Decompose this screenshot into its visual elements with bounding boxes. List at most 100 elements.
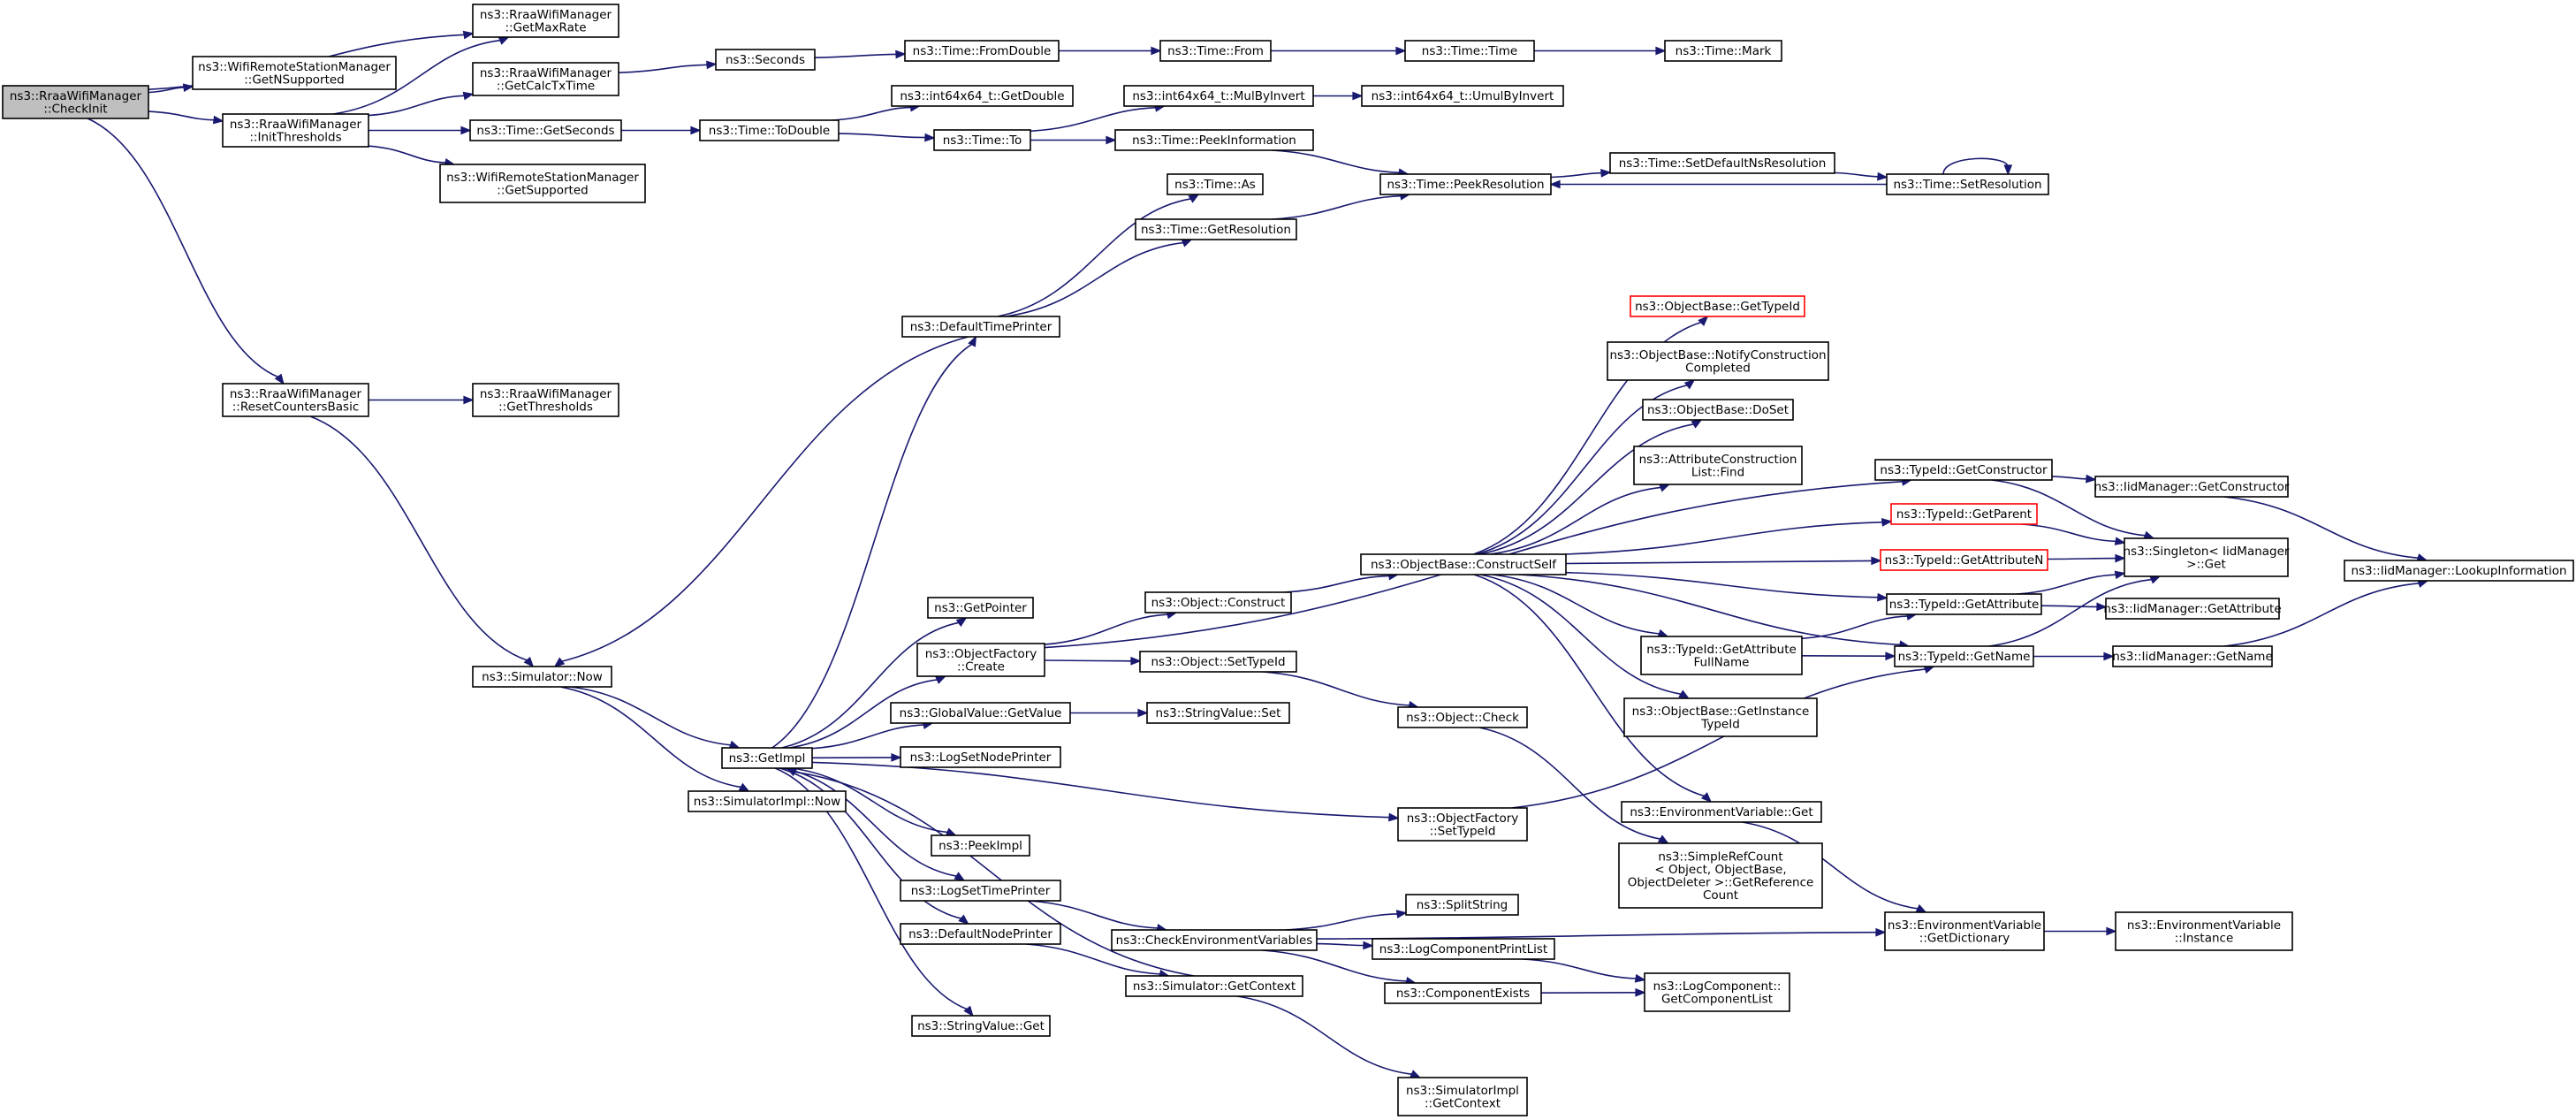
call-edge-constructself-to-doset: [1479, 419, 1703, 555]
edge-line: [1550, 171, 1603, 179]
function-node-objectsettypeid[interactable]: ns3::Object::SetTypeId: [1139, 651, 1297, 673]
function-node-timetime[interactable]: ns3::Time::Time: [1404, 40, 1535, 62]
arrowhead-icon: [958, 914, 969, 926]
function-node-componentexists[interactable]: ns3::ComponentExists: [1384, 982, 1542, 1004]
node-box: [2344, 560, 2574, 582]
arrowhead-icon: [1106, 135, 1117, 145]
function-node-initthresholds[interactable]: ns3::RraaWifiManager::InitThresholds: [222, 113, 369, 148]
node-label-line: ns3::RraaWifiManager: [230, 118, 362, 132]
function-node-iidmgrgetname[interactable]: ns3::IidManager::GetName: [2112, 645, 2273, 667]
function-node-typeidgetparent[interactable]: ns3::TypeId::GetParent: [1890, 503, 2038, 525]
node-box: [1146, 702, 1290, 724]
function-node-objectcheck[interactable]: ns3::Object::Check: [1397, 706, 1528, 728]
function-node-constructself[interactable]: ns3::ObjectBase::ConstructSelf: [1360, 553, 1567, 575]
function-node-checkenvvars[interactable]: ns3::CheckEnvironmentVariables: [1111, 929, 1318, 951]
call-edge-typeidgetname-to-iidmgrgetname: [2033, 651, 2115, 661]
function-node-getimpl[interactable]: ns3::GetImpl: [721, 747, 813, 769]
function-node-typeidgetattributen[interactable]: ns3::TypeId::GetAttributeN: [1880, 549, 2048, 571]
node-label-line: ns3::Time::ToDouble: [709, 124, 830, 138]
function-node-timefrom[interactable]: ns3::Time::From: [1159, 40, 1272, 62]
call-edge-timeto-to-mulbyinvert: [1030, 103, 1166, 133]
function-node-typeidgetconstructor[interactable]: ns3::TypeId::GetConstructor: [1874, 459, 2053, 481]
node-label-line: ns3::Time::GetResolution: [1141, 223, 1291, 237]
function-node-globalvalueget[interactable]: ns3::GlobalValue::GetValue: [890, 702, 1071, 724]
function-node-int64getdouble[interactable]: ns3::int64x64_t::GetDouble: [891, 85, 1074, 107]
function-node-envvarget[interactable]: ns3::EnvironmentVariable::Get: [1621, 801, 1822, 823]
function-node-todouble[interactable]: ns3::Time::ToDouble: [699, 119, 840, 141]
arrowhead-icon: [1395, 910, 1408, 918]
function-node-timeas[interactable]: ns3::Time::As: [1166, 173, 1264, 195]
node-box: [1890, 503, 2038, 525]
function-node-typeidgetattribute[interactable]: ns3::TypeId::GetAttribute: [1886, 593, 2042, 615]
function-node-resetcounters[interactable]: ns3::RraaWifiManager::ResetCountersBasic: [222, 383, 369, 417]
edge-line: [1005, 241, 1184, 317]
function-node-objfactorycreate[interactable]: ns3::ObjectFactory::Create: [916, 643, 1045, 677]
function-node-simulatornow[interactable]: ns3::Simulator::Now: [472, 666, 612, 688]
arrowhead-icon: [1885, 651, 1896, 661]
function-node-envvargetdictionary[interactable]: ns3::EnvironmentVariable::GetDictionary: [1884, 911, 2045, 951]
function-node-getcalctxtime[interactable]: ns3::RraaWifiManager::GetCalcTxTime: [472, 62, 619, 96]
function-node-singletonget[interactable]: ns3::Singleton< IidManager>::Get: [2124, 537, 2290, 577]
node-box: [1397, 706, 1528, 728]
function-node-getsupported[interactable]: ns3::WifiRemoteStationManager::GetSuppor…: [439, 164, 646, 203]
function-node-simgetcontext[interactable]: ns3::Simulator::GetContext: [1125, 975, 1303, 997]
call-edge-logcompprintlist-to-logcompgetlist: [1523, 958, 1646, 983]
function-node-getthresholds[interactable]: ns3::RraaWifiManager::GetThresholds: [472, 383, 619, 417]
arrowhead-icon: [1657, 834, 1669, 844]
node-box: [1372, 938, 1555, 960]
node-layer: ns3::RraaWifiManager::CheckInitns3::Rraa…: [2, 4, 2574, 1116]
function-node-logcompprintlist[interactable]: ns3::LogComponentPrintList: [1372, 938, 1555, 960]
node-box: [1114, 129, 1314, 151]
function-node-checkinit[interactable]: ns3::RraaWifiManager::CheckInit: [2, 85, 149, 119]
function-node-timeto[interactable]: ns3::Time::To: [933, 129, 1031, 151]
function-node-setresolution[interactable]: ns3::Time::SetResolution: [1886, 173, 2049, 195]
function-node-peekresolution[interactable]: ns3::Time::PeekResolution: [1379, 173, 1552, 195]
function-node-mulbyinvert[interactable]: ns3::int64x64_t::MulByInvert: [1123, 85, 1314, 107]
function-node-getresolution[interactable]: ns3::Time::GetResolution: [1135, 218, 1297, 240]
function-node-fromdouble[interactable]: ns3::Time::FromDouble: [904, 40, 1060, 62]
function-node-iidmgrgetattribute[interactable]: ns3::IidManager::GetAttribute: [2103, 598, 2282, 620]
function-node-defaulttimeprinter[interactable]: ns3::DefaultTimePrinter: [901, 316, 1060, 338]
function-node-iidmgrlookupinfo[interactable]: ns3::IidManager::LookupInformation: [2344, 560, 2574, 582]
arrowhead-icon: [690, 126, 702, 135]
arrowhead-icon: [2149, 575, 2162, 584]
arrowhead-icon: [2114, 537, 2126, 545]
function-node-iidmgrgetconstructor[interactable]: ns3::IidManager::GetConstructor: [2094, 476, 2290, 498]
function-node-notifyconstruction[interactable]: ns3::ObjectBase::NotifyConstructionCompl…: [1607, 341, 1829, 381]
function-node-objfactorysettypeid[interactable]: ns3::ObjectFactory::SetTypeId: [1397, 807, 1528, 842]
function-node-getseconds[interactable]: ns3::Time::GetSeconds: [469, 119, 622, 141]
function-node-logcompgetlist[interactable]: ns3::LogComponent::GetComponentList: [1644, 972, 1790, 1012]
function-node-objbasegettypeid[interactable]: ns3::ObjectBase::GetTypeId: [1630, 295, 1805, 317]
function-node-logsettimeprinter[interactable]: ns3::LogSetTimePrinter: [900, 880, 1061, 902]
edge-line: [1564, 521, 1884, 555]
function-node-setdefaultnsresolution[interactable]: ns3::Time::SetDefaultNsResolution: [1609, 152, 1835, 174]
function-node-simimplnow[interactable]: ns3::SimulatorImpl::Now: [688, 790, 847, 812]
function-node-envvarinstance[interactable]: ns3::EnvironmentVariable::Instance: [2115, 911, 2293, 951]
arrowhead-icon: [1659, 484, 1671, 492]
function-node-stringvalueset[interactable]: ns3::StringValue::Set: [1146, 702, 1290, 724]
function-node-seconds[interactable]: ns3::Seconds: [715, 49, 816, 71]
function-node-peekinformation[interactable]: ns3::Time::PeekInformation: [1114, 129, 1314, 151]
function-node-getmaxrate[interactable]: ns3::RraaWifiManager::GetMaxRate: [472, 4, 619, 38]
function-node-simimplgetcontext[interactable]: ns3::SimulatorImpl::GetContext: [1397, 1077, 1528, 1116]
function-node-getpointer[interactable]: ns3::GetPointer: [927, 597, 1034, 619]
function-node-defaultnodeprinter[interactable]: ns3::DefaultNodePrinter: [900, 923, 1061, 945]
function-node-umulbyinvert[interactable]: ns3::int64x64_t::UmulByInvert: [1361, 85, 1564, 107]
function-node-peekimpl[interactable]: ns3::PeekImpl: [931, 834, 1030, 857]
function-node-doset[interactable]: ns3::ObjectBase::DoSet: [1642, 399, 1794, 421]
node-box: [1884, 911, 2045, 951]
function-node-stringvalueget[interactable]: ns3::StringValue::Get: [911, 1015, 1051, 1037]
arrowhead-icon: [1409, 1070, 1422, 1078]
function-node-typeidgetname[interactable]: ns3::TypeId::GetName: [1894, 645, 2034, 667]
function-node-objectconstruct[interactable]: ns3::Object::Construct: [1144, 591, 1292, 613]
function-node-splitstring[interactable]: ns3::SplitString: [1405, 894, 1519, 916]
function-node-timemark[interactable]: ns3::Time::Mark: [1664, 40, 1782, 62]
function-node-logsetnodeprinter[interactable]: ns3::LogSetNodePrinter: [900, 746, 1061, 768]
node-label-line: ns3::Object::Check: [1406, 711, 1519, 725]
arrowhead-icon: [2115, 553, 2126, 563]
function-node-simplerefcount[interactable]: ns3::SimpleRefCount< Object, ObjectBase,…: [1618, 842, 1823, 909]
function-node-getnsupported[interactable]: ns3::WifiRemoteStationManager::GetNSuppo…: [192, 56, 397, 90]
